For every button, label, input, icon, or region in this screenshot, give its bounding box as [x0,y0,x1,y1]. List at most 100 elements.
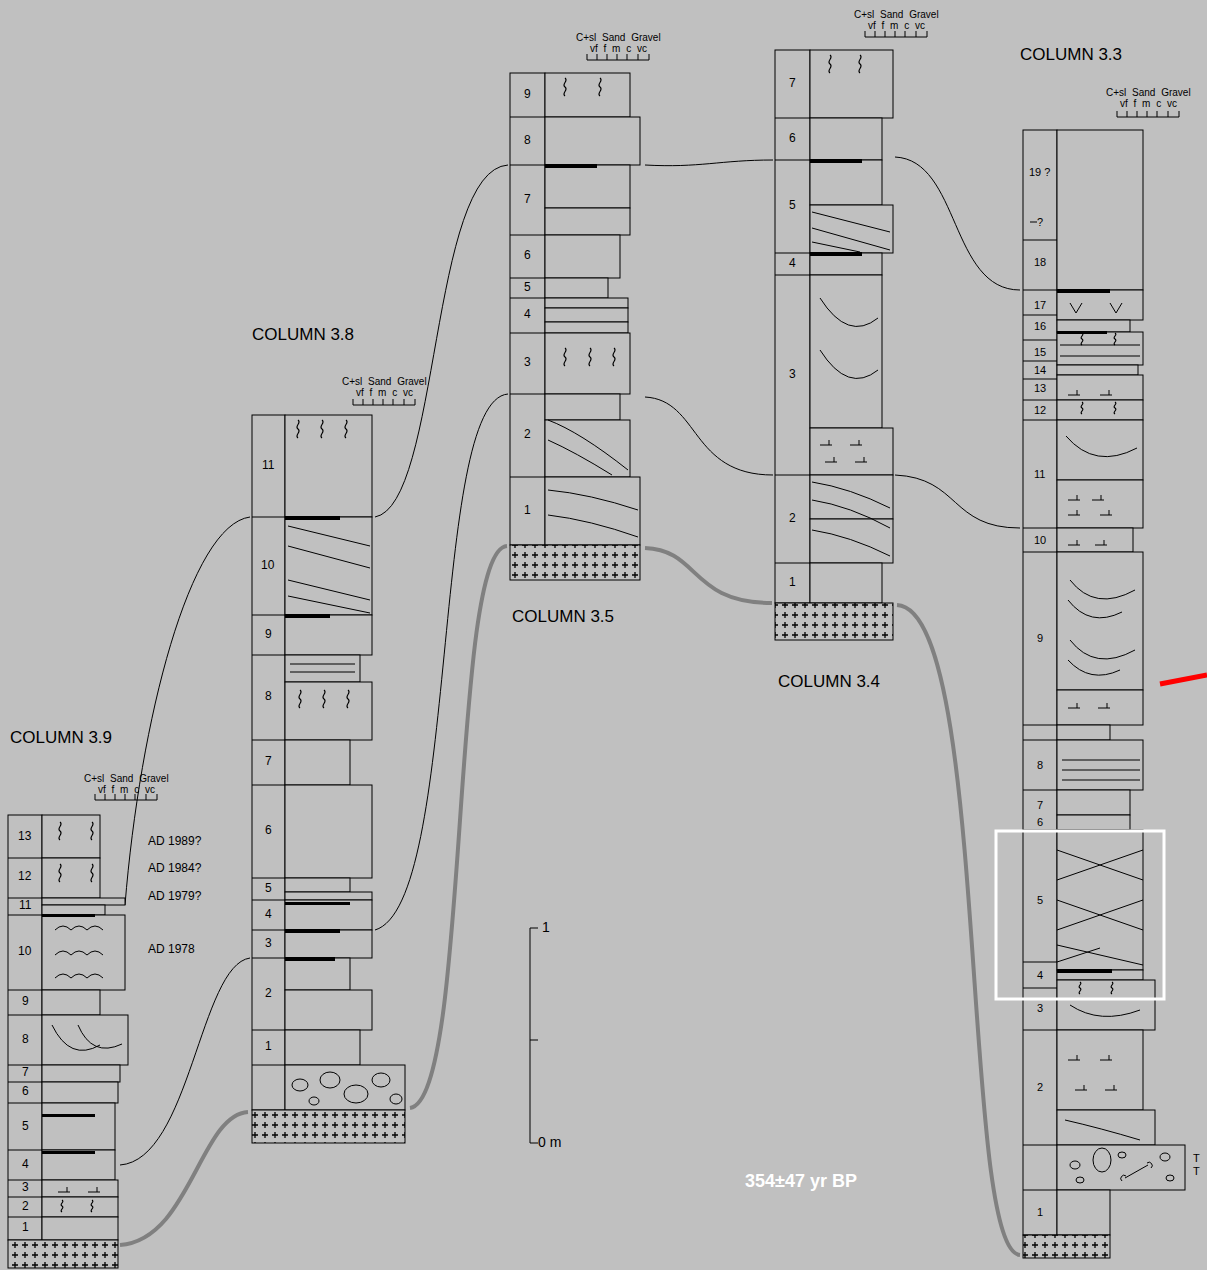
bed-number: 3 [789,368,796,381]
bed [1057,1110,1155,1145]
bed-number: 19 ? [1029,166,1050,178]
organic-layer [285,516,340,520]
bed-number: 9 [22,995,29,1008]
bed [545,333,630,394]
ripple-symbol [55,303,1122,1192]
gravel-clast [292,1079,308,1091]
bed-number: 2 [22,1200,29,1213]
bed-number: 13 [1034,382,1046,394]
bed [1057,690,1143,725]
organic-layer [42,159,1112,1154]
bed [285,1065,405,1110]
bed-number: 13 [18,830,31,843]
cross-bedding [52,1025,122,1050]
organic-layer [285,957,335,961]
cross-bedding [1057,850,1143,965]
bed [285,615,372,655]
bed [810,428,893,475]
bed [1057,332,1143,365]
bed [1057,528,1133,552]
correlation-line [375,165,508,517]
bed [1057,320,1130,332]
bed-number: 8 [265,690,272,703]
cross-bedding [1065,1120,1140,1140]
gravel-clast [344,1085,368,1103]
bed [1023,1235,1110,1258]
bed [1057,130,1143,290]
ripple-symbol [1068,390,1112,395]
bed-number: 7 [22,1066,29,1079]
bioturbation-symbol [1081,402,1116,414]
bed [1057,1030,1143,1110]
bed-number: 1 [1037,1206,1043,1218]
bed-number: 6 [22,1085,29,1098]
bed [1057,290,1143,320]
bed [285,517,372,615]
bed-number: 3 [22,1181,29,1194]
correlation-line [125,517,250,905]
bed [285,958,350,990]
bed-number: 2 [1037,1081,1043,1093]
gravel-clast [1076,1177,1084,1183]
bed [545,208,630,235]
bed [810,50,893,118]
bioturbation-symbol [61,1200,93,1212]
bed [775,50,893,640]
bed [285,990,372,1030]
cross-bedding [812,482,890,556]
organic-layer [42,914,95,917]
organic-layer [42,1114,95,1117]
ripple-symbol [55,926,103,978]
ripple-symbol [1070,303,1122,313]
bioturbation-symbol [59,55,1116,1212]
bed [545,278,608,298]
bed [42,815,100,858]
bed [775,603,893,640]
ripple-symbol [1068,495,1112,515]
bed-number: 9 [1037,632,1043,644]
cross-bedding [548,420,628,475]
bed [252,1110,405,1143]
correlation-line [120,157,1020,1165]
bed-number: 2 [265,987,272,1000]
column-title: COLUMN 3.4 [778,673,880,692]
correlation-line [645,397,773,475]
bioturbation-symbol [299,690,349,708]
bed-number: 1 [524,504,531,517]
cross-bedding [1068,660,1120,675]
date-note: AD 1984? [148,862,201,875]
bed [1057,552,1143,690]
bed [42,990,100,1015]
bed [510,73,545,545]
bed-number: 15 [1034,346,1046,358]
bioturbation-symbol [297,420,347,438]
bed [42,1015,128,1065]
correlation-line [895,157,1020,290]
bed-number: 6 [1037,816,1043,828]
bed-separator [8,858,42,1217]
ripple-symbol [1068,703,1110,708]
bed-number: 1 [265,1040,272,1053]
bed [42,1065,120,1082]
grain-size-label: vf f m c vc [356,387,413,398]
bioturbation-symbol [829,55,861,73]
bed-number: 5 [789,199,796,212]
bed-number: 11 [1034,468,1045,480]
bed-number: 11 [19,899,31,912]
bed-number: 18 [1034,256,1046,268]
bed [810,519,893,563]
bed [42,1103,115,1150]
gravel-clast [309,1097,319,1105]
cross-bedding [820,298,878,326]
grain-size-label: vf f m c vc [868,20,925,31]
gravel-clast [1070,1161,1080,1169]
bed [42,898,125,905]
organic-layer [810,159,862,163]
bed [8,1240,118,1268]
cut-off-text: T [1193,1165,1200,1177]
bed-number: 3 [524,356,531,369]
grain-size-scale [1117,111,1179,117]
bed [285,785,372,878]
scale-bar [530,928,538,1143]
grain-size-label: vf f m c vc [1120,98,1177,109]
